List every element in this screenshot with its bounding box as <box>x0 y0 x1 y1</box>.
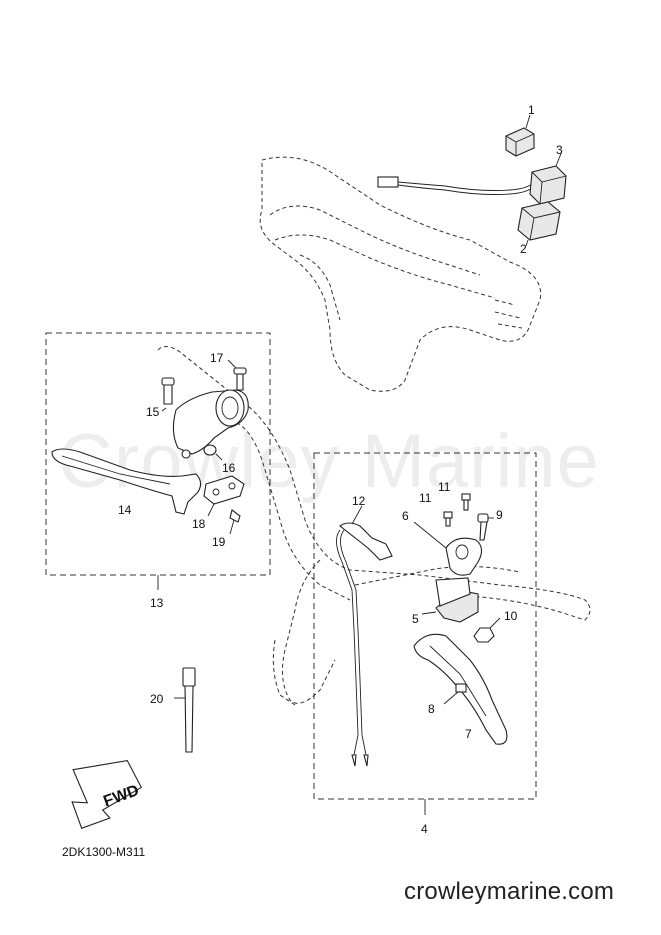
callout-20: 20 <box>150 692 164 706</box>
diagram-code: 2DK1300-M311 <box>62 845 146 859</box>
part-8-adjuster <box>443 683 467 705</box>
callout-5: 5 <box>412 612 419 626</box>
part-3-switch-harness <box>377 150 567 205</box>
part-14-clutch-lever <box>51 448 202 515</box>
callout-labels: 1 2 3 4 5 6 7 8 9 10 11 11 12 13 14 15 1… <box>118 103 563 836</box>
handlebar-phantom-upper <box>259 156 542 392</box>
callout-7: 7 <box>465 727 472 741</box>
watermark: Crowley Marine <box>58 419 600 504</box>
callout-19: 19 <box>212 535 226 549</box>
callout-8: 8 <box>428 702 435 716</box>
part-1-clip <box>505 114 535 157</box>
callout-4: 4 <box>421 822 428 836</box>
callout-2: 2 <box>520 242 527 256</box>
part-18-holder <box>203 475 245 517</box>
site-url: crowleymarine.com <box>404 878 615 905</box>
part-17-screw <box>227 359 247 391</box>
part-5-lever-holder <box>421 577 479 623</box>
callout-10: 10 <box>504 609 518 623</box>
callout-18: 18 <box>192 517 206 531</box>
part-11-screws <box>443 493 471 527</box>
callout-15: 15 <box>146 405 160 419</box>
callout-17: 17 <box>210 351 224 365</box>
callout-16: 16 <box>222 461 236 475</box>
callout-14: 14 <box>118 503 132 517</box>
callout-3: 3 <box>556 143 563 157</box>
part-16-nut <box>203 444 223 461</box>
fwd-arrow-icon: FWD <box>71 759 143 829</box>
group-box-13 <box>45 332 271 576</box>
part-15-bolt <box>161 377 175 412</box>
callout-13: 13 <box>150 596 164 610</box>
part-20-cable-tie <box>174 667 196 753</box>
callout-1: 1 <box>528 103 535 117</box>
callout-11-left: 11 <box>419 491 432 505</box>
part-9-bolt <box>477 513 494 541</box>
callout-6: 6 <box>402 509 409 523</box>
callout-12: 12 <box>352 494 366 508</box>
part-19-screw <box>229 509 241 535</box>
callout-11-right: 11 <box>438 480 451 494</box>
part-12-brake-switch-cable <box>336 505 393 767</box>
part-6-brake-bracket <box>413 521 483 576</box>
callout-9: 9 <box>496 508 503 522</box>
part-10-nut <box>473 617 501 643</box>
part-clutch-bracket <box>172 389 249 459</box>
group-box-4 <box>313 452 537 800</box>
part-2-switch-housing <box>517 201 561 247</box>
